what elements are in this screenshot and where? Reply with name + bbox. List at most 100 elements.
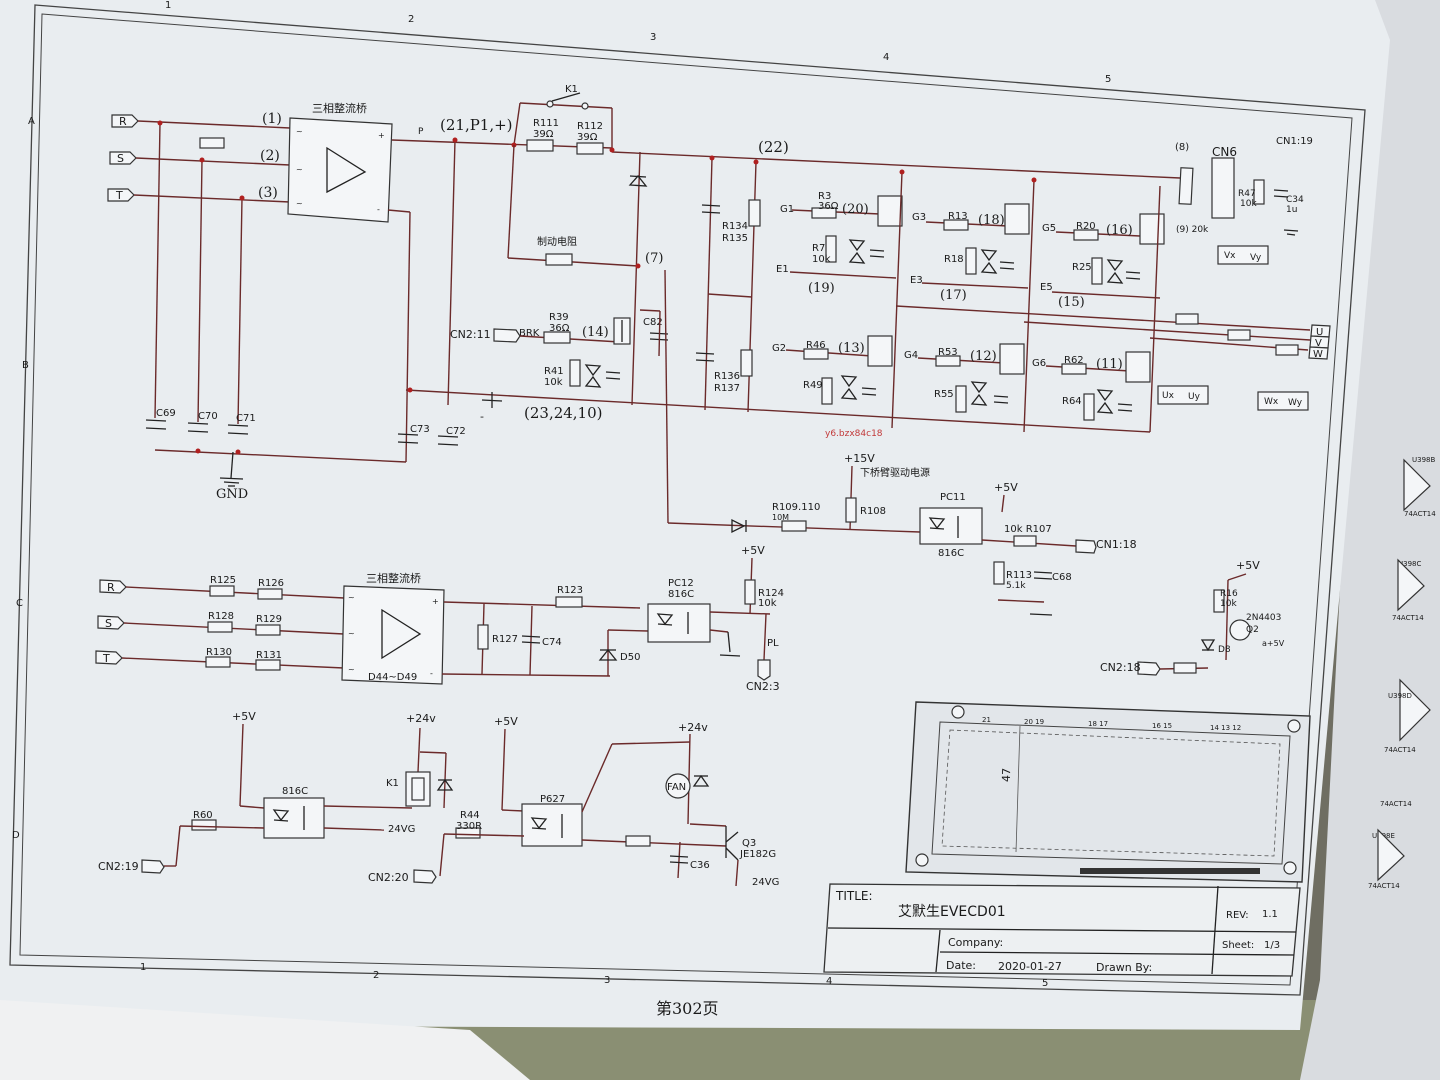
- title-block: TITLE: 艾默生EVECD01 REV: 1.1 Company: Shee…: [823, 883, 1301, 977]
- svg-text:R46: R46: [806, 340, 826, 351]
- svg-text:2: 2: [373, 970, 379, 981]
- svg-text:R111: R111: [533, 118, 559, 129]
- svg-text:R47: R47: [1238, 189, 1256, 199]
- svg-text:(13): (13): [838, 341, 865, 356]
- svg-text:K1: K1: [565, 84, 578, 95]
- svg-text:T: T: [102, 652, 110, 665]
- svg-text:(21,P1,+): (21,P1,+): [440, 116, 513, 134]
- svg-text:+15V: +15V: [844, 452, 875, 465]
- svg-text:1: 1: [140, 962, 146, 973]
- svg-text:10k: 10k: [1220, 599, 1237, 609]
- svg-text:3: 3: [604, 975, 610, 986]
- dc-bus: (21,P1,+) (22) (23,24,10) -: [154, 116, 1181, 463]
- svg-text:+5V: +5V: [494, 715, 518, 728]
- svg-text:三相整流桥: 三相整流桥: [312, 101, 367, 115]
- svg-text:(14): (14): [582, 325, 609, 340]
- svg-text:B: B: [22, 360, 29, 371]
- module-package-drawing: 47 21 20 19 18 17 16 15 14 13 12: [905, 701, 1311, 883]
- svg-text:Q3: Q3: [742, 838, 756, 849]
- svg-text:U398D: U398D: [1388, 692, 1412, 700]
- svg-text:R123: R123: [557, 585, 583, 596]
- svg-text:Wy: Wy: [1288, 398, 1303, 408]
- svg-text:S: S: [117, 152, 124, 165]
- svg-text:PC11: PC11: [940, 492, 966, 503]
- right-page: [1300, 0, 1440, 1080]
- grid-bottom: 1 2 3 4 5: [140, 962, 1048, 989]
- svg-text:~: ~: [348, 629, 355, 638]
- svg-text:C: C: [16, 598, 23, 609]
- svg-text:816C: 816C: [938, 548, 964, 559]
- svg-text:y6.bzx84c18: y6.bzx84c18: [825, 429, 883, 439]
- svg-text:36Ω: 36Ω: [549, 323, 570, 334]
- svg-text:14 13 12: 14 13 12: [1210, 724, 1241, 732]
- svg-text:Vx: Vx: [1224, 251, 1236, 261]
- svg-text:39Ω: 39Ω: [577, 132, 598, 143]
- svg-text:C69: C69: [156, 408, 176, 419]
- svg-text:K1: K1: [386, 778, 399, 789]
- svg-text:~: ~: [348, 593, 355, 602]
- relay-driver: +5V 816C R60 CN2:19 24VG +24v K1: [98, 710, 454, 874]
- svg-text:G2: G2: [772, 343, 786, 354]
- svg-text:C82: C82: [643, 317, 663, 328]
- svg-text:2020-01-27: 2020-01-27: [998, 960, 1062, 973]
- svg-text:R125: R125: [210, 575, 236, 586]
- svg-text:R108: R108: [860, 506, 886, 517]
- svg-text:20 19: 20 19: [1024, 718, 1044, 726]
- input-ports: R S T: [107, 114, 139, 202]
- svg-text:3: 3: [650, 32, 656, 43]
- input-capacitors: C69 C70 C71 C73 C72 GND: [145, 408, 466, 502]
- svg-text:G1: G1: [780, 204, 794, 215]
- svg-text:(18): (18): [978, 213, 1005, 228]
- svg-text:G5: G5: [1042, 223, 1056, 234]
- svg-text:(15): (15): [1058, 295, 1085, 310]
- rectifier-bridge-1: ~ ~ ~ + - 三相整流桥 P: [287, 101, 424, 223]
- svg-text:5: 5: [1042, 978, 1048, 989]
- title-label: TITLE:: [835, 889, 873, 903]
- svg-text:R126: R126: [258, 578, 284, 589]
- svg-text:R: R: [107, 581, 115, 594]
- svg-text:18 17: 18 17: [1088, 720, 1108, 728]
- svg-text:R20: R20: [1076, 221, 1096, 232]
- svg-text:+5V: +5V: [232, 710, 256, 723]
- svg-text:Date:: Date:: [946, 959, 976, 972]
- svg-text:(3): (3): [258, 185, 278, 201]
- svg-text:(1): (1): [262, 111, 282, 127]
- svg-text:W: W: [1313, 349, 1323, 360]
- svg-text:CN1:18: CN1:18: [1096, 538, 1137, 551]
- input-detect: R S T R125 R126 R128 R129 R130 R131 ~ ~ …: [95, 544, 784, 693]
- svg-text:~: ~: [348, 665, 355, 674]
- svg-text:R113: R113: [1006, 570, 1032, 581]
- svg-text:1: 1: [165, 0, 171, 11]
- svg-text:R44: R44: [460, 810, 480, 821]
- svg-text:R134: R134: [722, 221, 748, 232]
- svg-text:(8): (8): [1175, 142, 1189, 153]
- svg-text:24VG: 24VG: [752, 877, 779, 888]
- svg-text:10k: 10k: [758, 598, 777, 609]
- svg-text:制动电阻: 制动电阻: [537, 235, 577, 248]
- svg-text:C72: C72: [446, 426, 466, 437]
- svg-text:G6: G6: [1032, 358, 1046, 369]
- svg-text:Uy: Uy: [1188, 392, 1201, 402]
- output-section: U V W Ux Uy Vx Vy Wx Wy CN6 (8) (9) 20k …: [895, 136, 1331, 411]
- svg-text:G3: G3: [912, 212, 926, 223]
- svg-text:R112: R112: [577, 121, 603, 132]
- sheet-title: 艾默生EVECD01: [898, 904, 1006, 920]
- svg-text:(9) 20k: (9) 20k: [1176, 225, 1209, 235]
- svg-text:C73: C73: [410, 424, 430, 435]
- svg-text:GND: GND: [216, 487, 248, 502]
- svg-text:10k: 10k: [1240, 199, 1257, 209]
- svg-text:1.1: 1.1: [1262, 909, 1278, 920]
- svg-text:D8: D8: [1218, 645, 1231, 655]
- svg-text:R137: R137: [714, 383, 740, 394]
- svg-text:10M: 10M: [772, 513, 789, 522]
- svg-text:R129: R129: [256, 614, 282, 625]
- svg-text:4: 4: [826, 976, 832, 987]
- svg-text:74ACT14: 74ACT14: [1384, 746, 1416, 754]
- svg-text:JE182G: JE182G: [739, 849, 776, 860]
- svg-text:24VG: 24VG: [388, 824, 415, 835]
- svg-text:R16: R16: [1220, 589, 1238, 599]
- svg-text:R128: R128: [208, 611, 234, 622]
- svg-text:C68: C68: [1052, 572, 1072, 583]
- svg-text:(17): (17): [940, 288, 967, 303]
